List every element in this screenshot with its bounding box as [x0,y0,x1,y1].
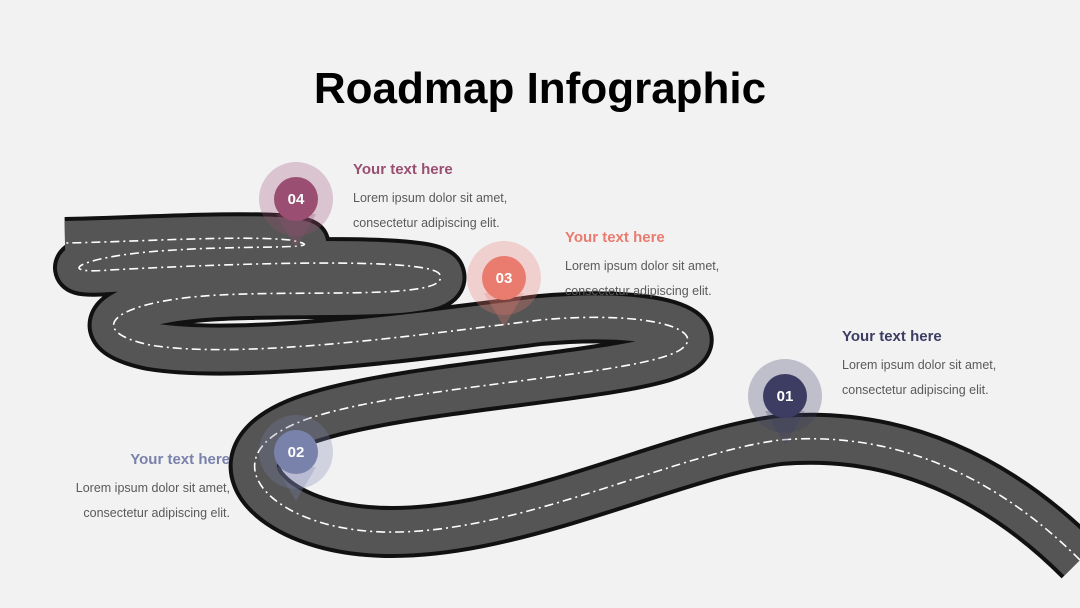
page-title: Roadmap Infographic [313,64,767,113]
pin-04: 04 [259,162,333,252]
step-number-03: 03 [482,256,526,300]
pin-02: 02 [259,415,333,505]
pin-01: 01 [748,359,822,449]
step-text-line: consectetur adipiscing elit. [565,284,712,298]
step-heading: Your text here [353,161,453,178]
step-number-02: 02 [274,430,318,474]
step-block-03: Your text here Lorem ipsum dolor sit ame… [565,229,785,304]
step-text-line: Lorem ipsum dolor sit amet, [842,358,997,372]
step-text-line: consectetur adipiscing elit. [353,216,500,230]
step-heading: Your text here [842,328,942,345]
step-heading: Your text here [565,229,665,246]
step-block-01: Your text here Lorem ipsum dolor sit ame… [842,328,1062,403]
step-text-line: Lorem ipsum dolor sit amet, [75,481,230,495]
step-block-04: Your text here Lorem ipsum dolor sit ame… [353,161,573,236]
step-number-01: 01 [763,374,807,418]
step-block-02: Your text here Lorem ipsum dolor sit ame… [10,451,230,526]
step-text-line: Lorem ipsum dolor sit amet, [353,191,508,205]
pin-03: 03 [467,241,541,331]
step-text-line: consectetur adipiscing elit. [842,383,989,397]
step-heading: Your text here [130,451,230,468]
step-text-line: Lorem ipsum dolor sit amet, [565,259,720,273]
step-number-04: 04 [274,177,318,221]
step-text-line: consectetur adipiscing elit. [83,506,230,520]
